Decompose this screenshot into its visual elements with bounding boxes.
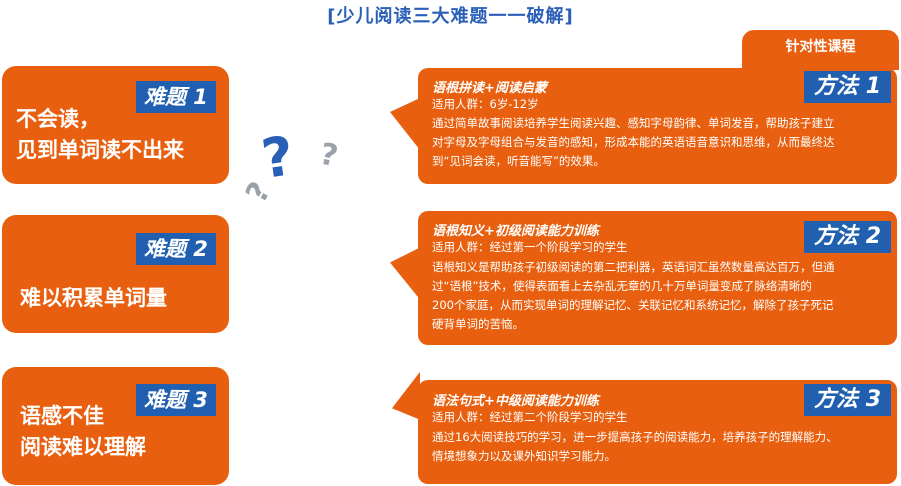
method-desc-2b: 过“语根”技术，使得表面看上去杂乱无章的几十万单词量变成了脉络清晰的: [432, 279, 812, 293]
problem-text-2a: 难以积累单词量: [20, 286, 167, 310]
problem-tag-2: 难题 2: [136, 233, 216, 265]
method-title-3: 语法句式+中级阅读能力训练: [432, 394, 599, 409]
method-card-3: 方法 3 语法句式+中级阅读能力训练 适用人群：经过第二个阶段学习的学生 通过1…: [418, 380, 897, 484]
problem-text-1a: 不会读，: [16, 107, 100, 131]
method-desc-1c: 到“见词会读，听音能写”的效果。: [432, 154, 605, 168]
method-audience-3: 适用人群：经过第二个阶段学习的学生: [432, 410, 628, 424]
page-title: [少儿阅读三大难题一一破解]: [327, 6, 574, 27]
method-tag-3: 方法 3: [804, 384, 891, 416]
bubble-pointer-2: [390, 236, 420, 300]
problem-text-1b: 见到单词读不出来: [16, 138, 184, 162]
bubble-pointer-3: [392, 371, 420, 433]
problem-card-1: 难题 1 不会读， 见到单词读不出来: [2, 66, 229, 184]
problem-tag-1: 难题 1: [136, 81, 216, 113]
method-desc-3b: 情境想象力以及课外知识学习能力。: [432, 449, 616, 463]
method-audience-2: 适用人群：经过第一个阶段学习的学生: [432, 240, 628, 254]
method-desc-1b: 对字母及字母组合与发音的感知，形成本能的英语语音意识和思维，从而最终达: [432, 135, 835, 149]
method-title-2: 语根知义+初级阅读能力训练: [432, 224, 599, 239]
problem-card-3: 难题 3 语感不佳 阅读难以理解: [2, 367, 229, 485]
problem-card-2: 难题 2 难以积累单词量: [2, 215, 229, 333]
method-tag-2: 方法 2: [804, 221, 891, 253]
question-mark-icon: ?: [257, 124, 298, 191]
method-desc-2c: 200个家庭，从而实现单词的理解记忆、关联记忆和系统记忆，解除了孩子死记: [432, 298, 834, 312]
method-title-1: 语根拼读+阅读启蒙: [432, 81, 547, 96]
method-card-2: 方法 2 语根知义+初级阅读能力训练 适用人群：经过第一个阶段学习的学生 语根知…: [418, 211, 897, 345]
method-audience-1: 适用人群：6岁-12岁: [432, 97, 539, 111]
method-desc-1a: 通过简单故事阅读培养学生阅读兴趣、感知字母韵律、单词发音，帮助孩子建立: [432, 116, 835, 130]
targeted-course-tab: 针对性课程: [742, 30, 899, 70]
problem-tag-3: 难题 3: [136, 384, 216, 416]
problem-text-3a: 语感不佳: [20, 404, 104, 428]
method-desc-2a: 语根知义是帮助孩子初级阅读的第二把利器，英语词汇虽然数量高达百万，但通: [432, 260, 835, 274]
problem-text-3b: 阅读难以理解: [20, 435, 146, 459]
bubble-pointer-1: [390, 85, 420, 151]
method-desc-3a: 通过16大阅读技巧的学习，进一步提高孩子的阅读能力，培养孩子的理解能力、: [432, 430, 838, 444]
method-tag-1: 方法 1: [804, 71, 891, 103]
method-desc-2d: 硬背单词的苦恼。: [432, 317, 524, 331]
method-card-1: 方法 1 语根拼读+阅读启蒙 适用人群：6岁-12岁 通过简单故事阅读培养学生阅…: [418, 68, 897, 184]
question-mark-icon: ?: [316, 136, 341, 175]
